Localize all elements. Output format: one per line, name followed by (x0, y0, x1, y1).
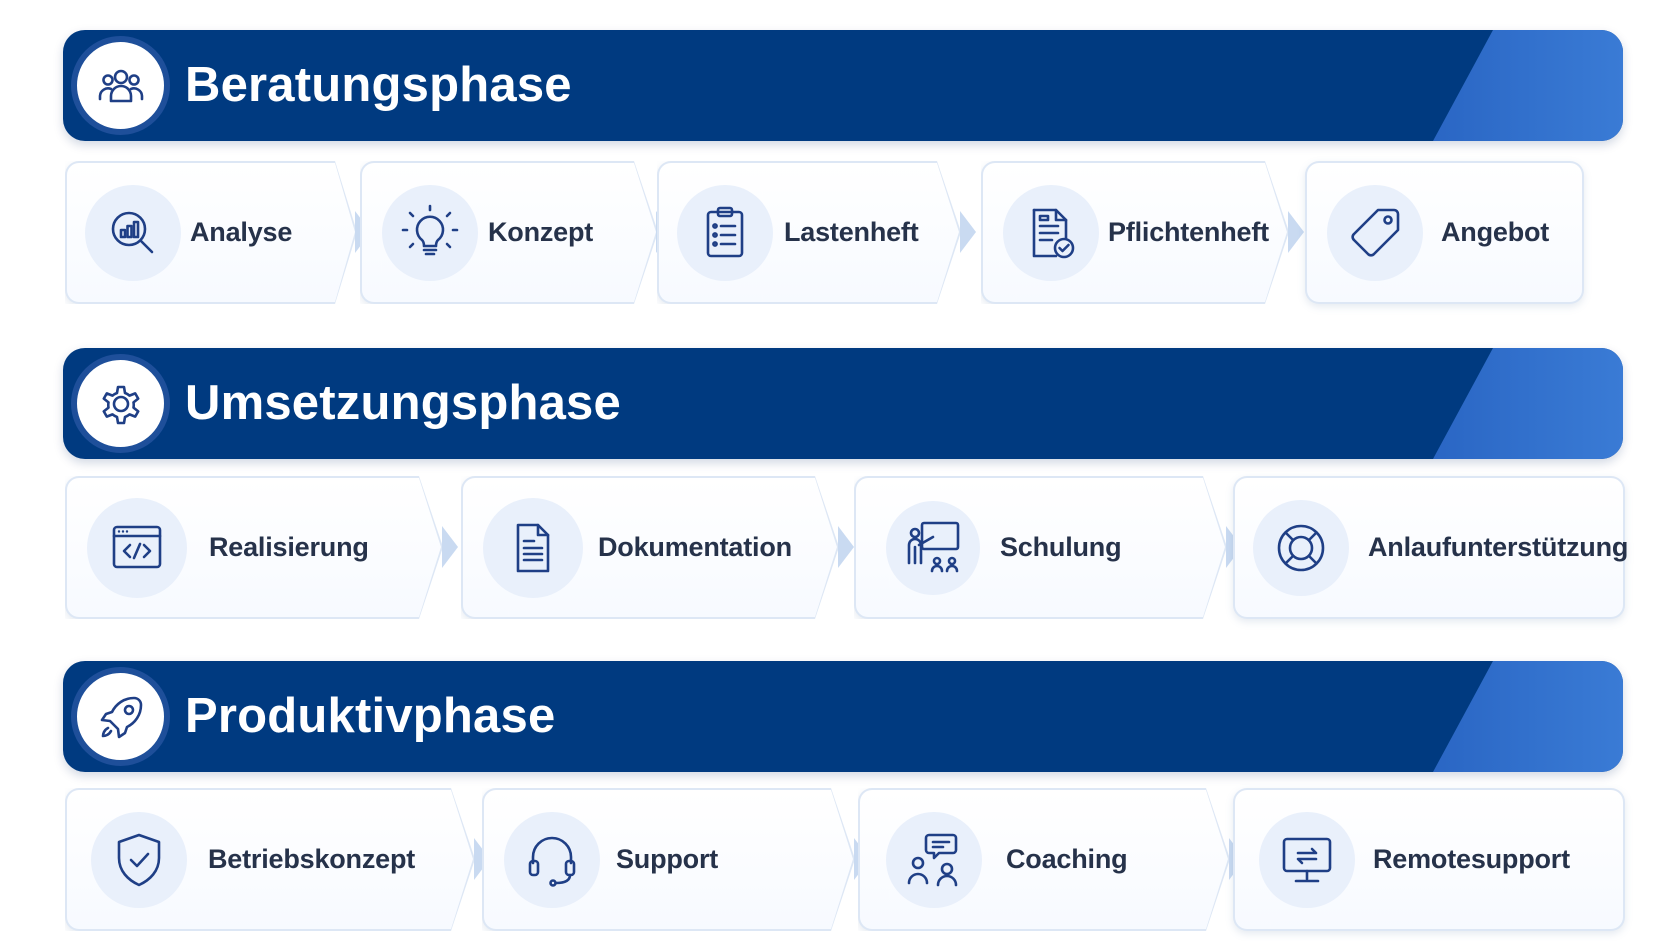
phase-beratung: Beratungsphase Analyse (63, 30, 1623, 304)
step-card-schulung[interactable]: Schulung (854, 476, 1227, 619)
step-label: Konzept (488, 217, 594, 247)
price-tag-icon (1327, 184, 1423, 281)
phase-banner: Umsetzungsphase (63, 348, 1623, 459)
step-card-remotesupport[interactable]: Remotesupport (1233, 788, 1625, 931)
chevron-right-icon (838, 526, 854, 568)
lifebuoy-icon (1253, 499, 1349, 596)
step-card-dokumentation[interactable]: Dokumentation (461, 476, 839, 619)
step-label: Remotesupport (1373, 844, 1570, 874)
step-label: Schulung (1000, 532, 1122, 562)
phase-banner: Produktivphase (63, 661, 1623, 772)
step-row: Realisierung Dokumentation (63, 476, 1629, 619)
chevron-right-icon (442, 526, 458, 568)
lightbulb-icon (382, 184, 478, 281)
step-card-betriebskonzept[interactable]: Betriebskonzept (65, 788, 475, 931)
step-label: Dokumentation (598, 532, 792, 562)
step-row: Betriebskonzept Support (63, 788, 1625, 931)
step-card-konzept[interactable]: Konzept (360, 161, 658, 304)
step-label: Anlaufunterstützung (1368, 532, 1629, 562)
step-label: Pflichtenheft (1108, 217, 1269, 247)
step-label: Support (616, 844, 719, 874)
step-card-angebot[interactable]: Angebot (1305, 161, 1584, 304)
phase-title: Beratungsphase (185, 58, 572, 112)
magnifier-chart-icon (85, 184, 181, 281)
chat-people-icon (886, 811, 982, 908)
clipboard-list-icon (677, 184, 773, 281)
step-label: Realisierung (209, 532, 369, 562)
step-label: Coaching (1006, 844, 1128, 874)
phase-umsetzung: Umsetzungsphase Realisierung (63, 348, 1628, 619)
code-window-icon (87, 497, 187, 598)
phase-produktiv: Produktivphase Betriebskonzept (63, 661, 1625, 931)
step-row: Analyse Konzept (63, 161, 1623, 304)
step-label: Lastenheft (784, 217, 919, 247)
headset-icon (504, 811, 600, 908)
step-card-lastenheft[interactable]: Lastenheft (657, 161, 961, 304)
chevron-right-icon (1288, 211, 1304, 253)
step-card-support[interactable]: Support (482, 788, 855, 931)
chevron-right-icon (960, 211, 976, 253)
step-card-coaching[interactable]: Coaching (858, 788, 1230, 931)
people-group-icon (71, 36, 170, 135)
monitor-arrows-icon (1259, 811, 1355, 908)
step-label: Analyse (190, 217, 293, 247)
step-card-anlaufunterstuetzung[interactable]: Anlaufunterstützung (1233, 476, 1629, 619)
shield-check-icon (91, 811, 187, 908)
step-card-realisierung[interactable]: Realisierung (65, 476, 443, 619)
step-card-pflichtenheft[interactable]: Pflichtenheft (981, 161, 1289, 304)
rocket-icon (71, 667, 170, 766)
document-check-icon (1003, 184, 1099, 281)
presentation-icon (886, 500, 980, 595)
phase-banner: Beratungsphase (63, 30, 1623, 141)
step-label: Betriebskonzept (208, 844, 416, 874)
step-label: Angebot (1441, 217, 1550, 247)
phase-title: Produktivphase (185, 689, 556, 743)
document-icon (483, 497, 583, 598)
gear-icon (71, 354, 170, 453)
phase-title: Umsetzungsphase (185, 376, 621, 430)
step-card-analyse[interactable]: Analyse (65, 161, 357, 304)
